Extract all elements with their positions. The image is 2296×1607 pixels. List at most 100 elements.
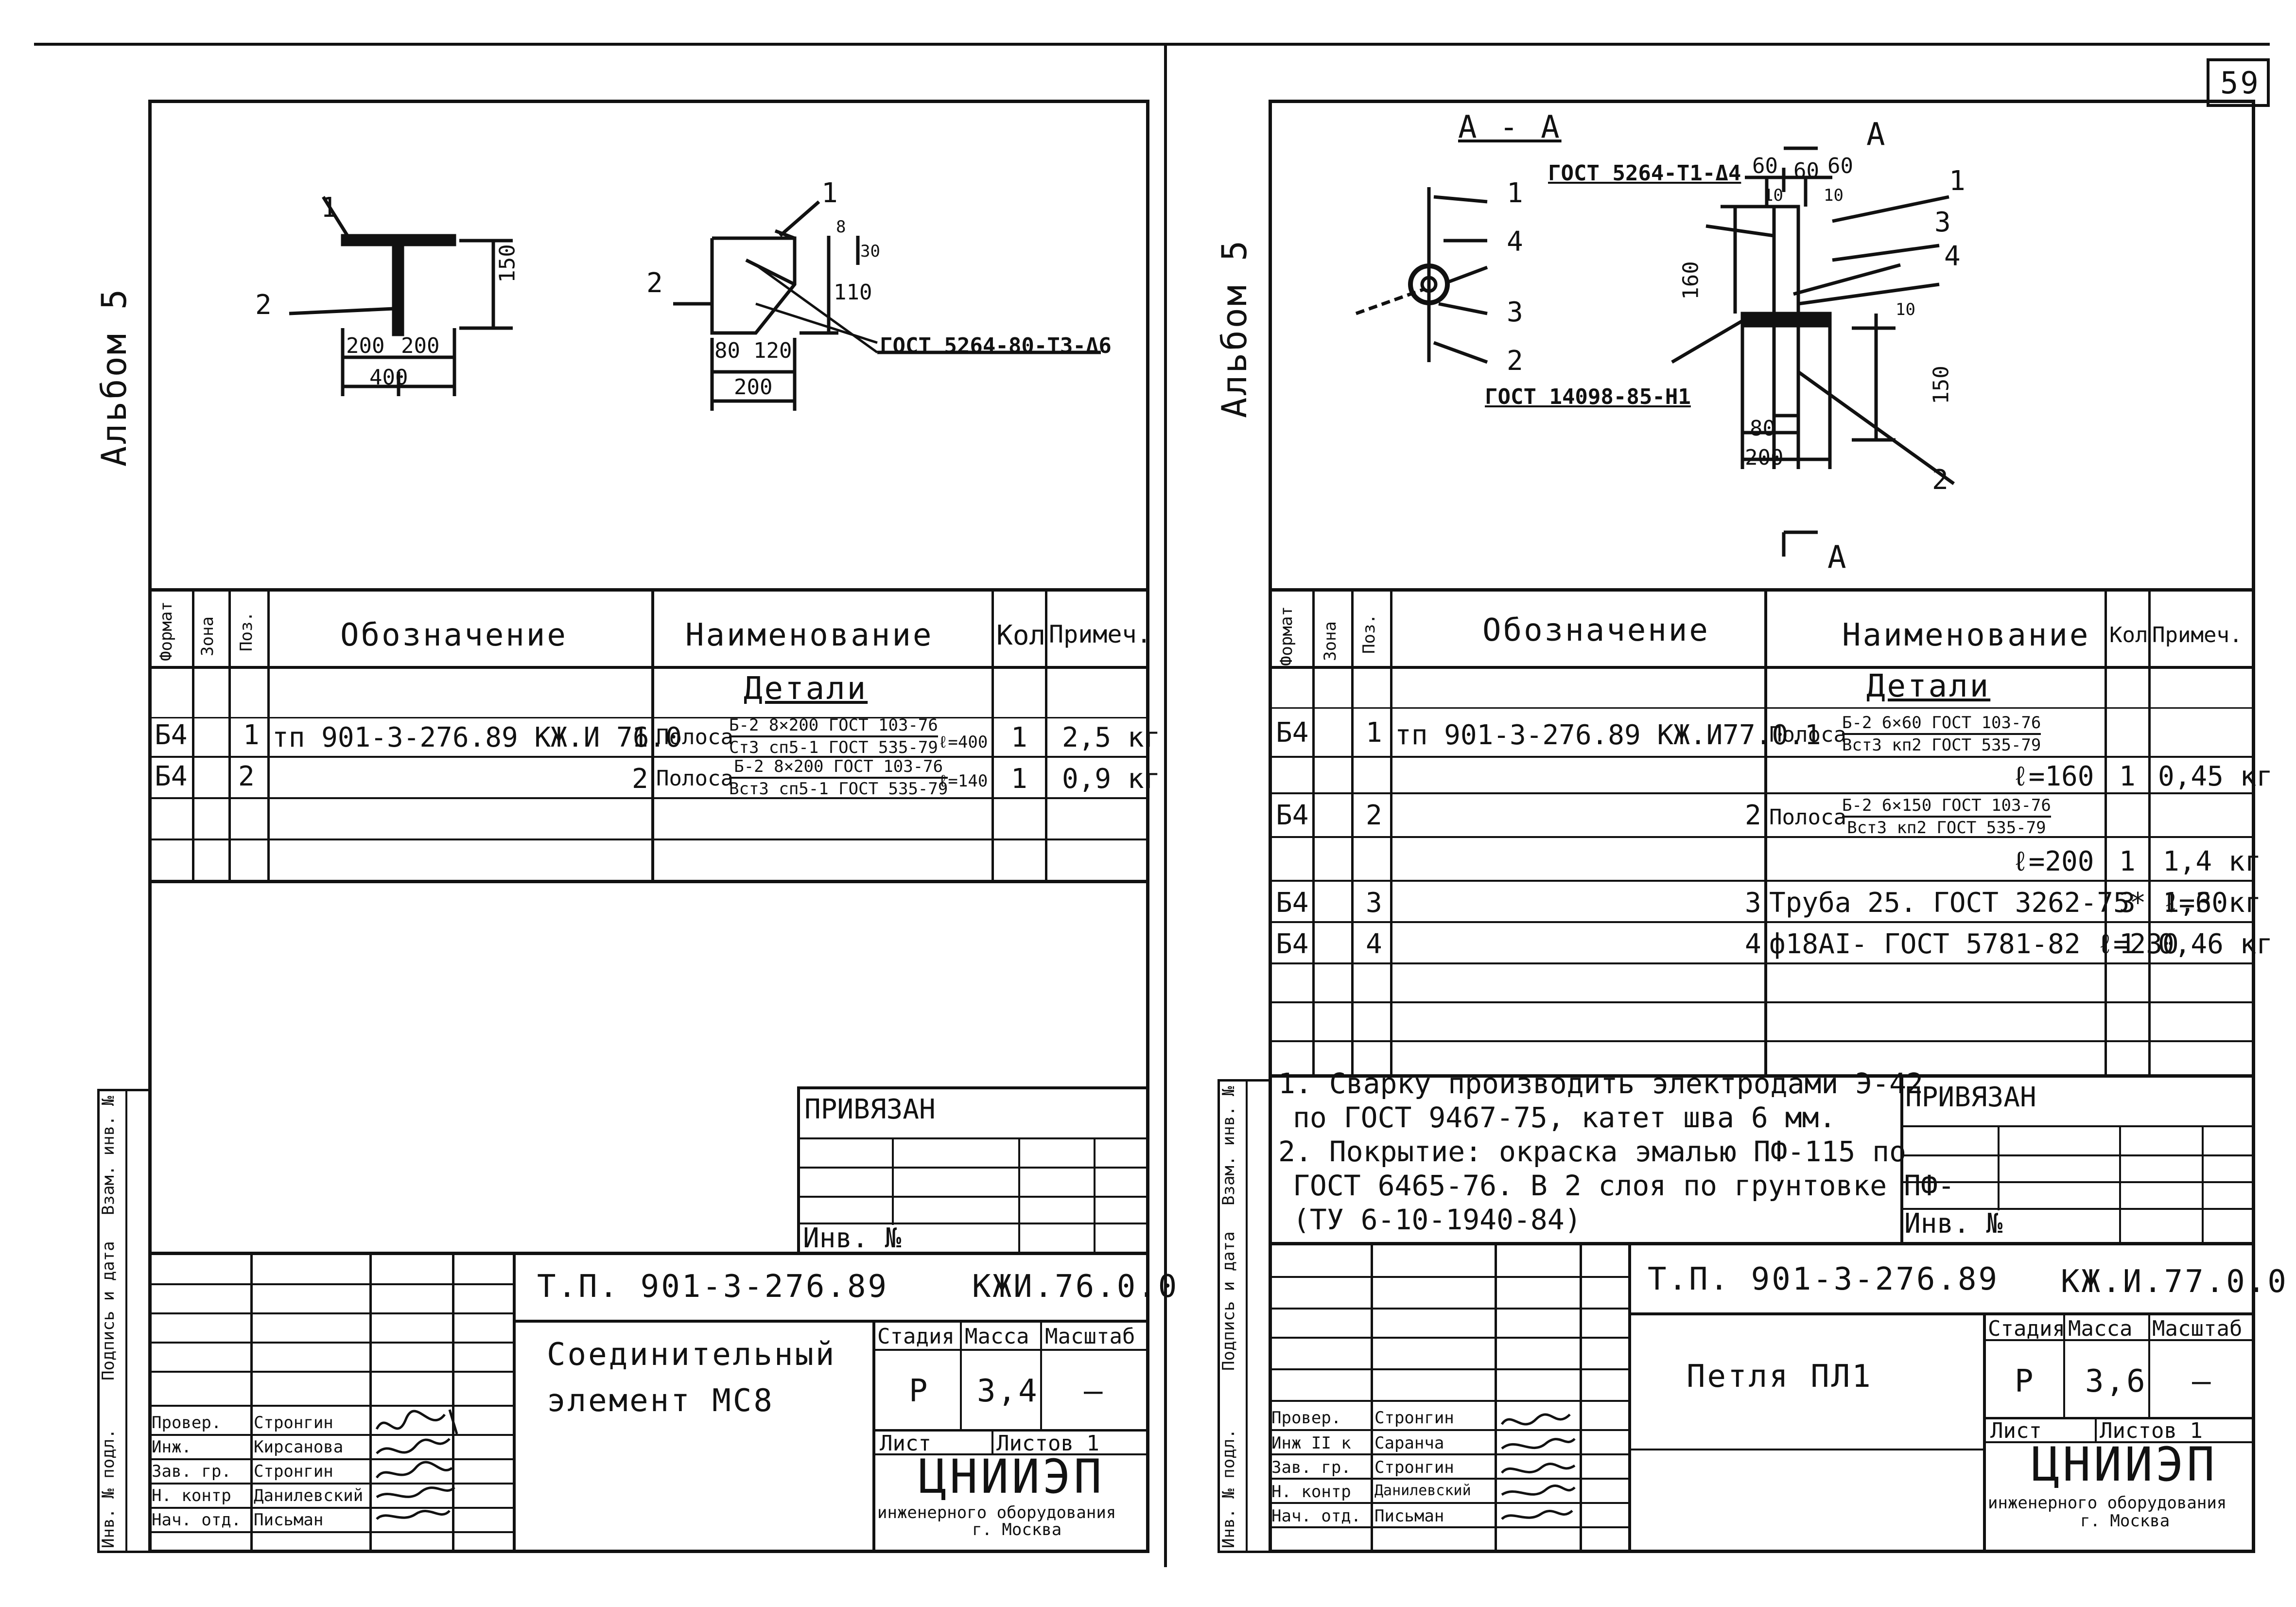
left-dim-8: 8	[836, 217, 846, 237]
right-sheet-code: КЖ.И.77.0.0	[2061, 1264, 2288, 1300]
right-dim-150: 150	[1929, 366, 1954, 404]
right-row1-format: Б4	[1276, 717, 1309, 749]
left-row1-num: Б-2 8×200 ГОСТ 103-76	[729, 717, 938, 737]
right-masshtab: Масштаб	[2152, 1316, 2243, 1341]
right-row2-note: 0,45 кг	[2158, 761, 2273, 792]
left-row1-fraction: Б-2 8×200 ГОСТ 103-76 Ст3 сп5-1 ГОСТ 535…	[729, 717, 938, 756]
left-signatures	[375, 1409, 458, 1520]
left-row1-poz: 1	[243, 719, 260, 751]
left-row2-note: 0,9 кг	[1062, 763, 1161, 795]
right-stamp-sign: Подпись и дата	[1219, 1231, 1238, 1371]
left-row1-oboznachenie: тп 901-3-276.89 КЖ.И 76.0	[272, 722, 682, 753]
right-role-2: Инж II к	[1271, 1433, 1351, 1453]
left-side-stamp	[97, 1089, 151, 1553]
right-row4-note: 1,4 кг	[2163, 846, 2261, 877]
left-name-1: Стронгин	[254, 1413, 333, 1432]
right-row6-ref: 4	[1745, 928, 1761, 960]
right-massa-val: 3,6	[2085, 1363, 2147, 1399]
left-row1-ref: 1	[632, 722, 648, 753]
left-drawing-label-2: 2	[255, 289, 272, 321]
left-row1-note: 2,5 кг	[1062, 722, 1161, 753]
right-dim-10a: 10	[1763, 186, 1783, 205]
right-dim-80: 80	[1750, 416, 1775, 441]
left-hdr-zona: Зона	[198, 616, 217, 656]
right-dim-160: 160	[1678, 261, 1704, 300]
left-row2-den: Вст3 сп5-1 ГОСТ 535-79	[729, 779, 948, 799]
right-row1-oboznachenie: тп 901-3-276.89 КЖ.И77.0.1	[1395, 719, 1821, 751]
top-border	[34, 43, 2270, 46]
right-label-1: 1	[1507, 177, 1523, 209]
right-dim-10b: 10	[1824, 186, 1844, 205]
right-stadiya: Стадия	[1988, 1316, 2065, 1341]
left-row2-format: Б4	[155, 761, 188, 792]
right-dim-60c: 60	[1827, 154, 1853, 178]
right-row6-poz: 4	[1366, 928, 1382, 960]
left-row1-format: Б4	[155, 719, 188, 751]
left-sheet-frame	[148, 100, 1149, 1553]
right-arrow-label-bottom: А	[1827, 540, 1848, 576]
right-note-3: 2. Покрытие: окраска эмалью ПФ-115 по	[1278, 1135, 1907, 1168]
right-label-4b: 4	[1944, 241, 1961, 272]
right-note-5: (ТУ 6-10-1940-84)	[1293, 1203, 1582, 1236]
right-row1-num: Б-2 6×60 ГОСТ 103-76	[1842, 715, 2041, 735]
right-row3-format: Б4	[1276, 800, 1309, 831]
left-row1-name: Полоса	[656, 725, 733, 750]
right-org-sub1: инженерного оборудования	[1988, 1493, 2227, 1513]
right-role-5: Нач. отд.	[1271, 1506, 1361, 1526]
left-massa-val: 3,4	[977, 1373, 1039, 1409]
left-stamp-inv: Инв. № подл.	[99, 1429, 118, 1548]
left-dim-120: 120	[753, 338, 792, 363]
right-masshtab-val: –	[2192, 1363, 2213, 1399]
left-stadiya: Стадия	[877, 1324, 955, 1349]
left-drawing	[289, 196, 1101, 411]
right-sheet-frame	[1269, 100, 2255, 1553]
right-listov: Листов 1	[2100, 1418, 2203, 1443]
right-doc-code: Т.П. 901-3-276.89	[1648, 1261, 2000, 1297]
right-hdr-oboznachenie: Обозначение	[1482, 612, 1710, 648]
right-row1-fraction: Б-2 6×60 ГОСТ 103-76 Вст3 кп2 ГОСТ 535-7…	[1842, 715, 2041, 753]
left-org-sub1: инженерного оборудования	[877, 1503, 1116, 1522]
right-side-stamp	[1218, 1079, 1271, 1553]
right-dim-10c: 10	[1896, 300, 1915, 319]
left-stamp-vzam: Взам. инв. №	[99, 1096, 118, 1215]
left-section-title: Детали	[744, 671, 868, 707]
right-row3-poz: 2	[1366, 800, 1382, 831]
right-row4-kol: 1	[2119, 846, 2136, 877]
left-masshtab: Масштаб	[1045, 1324, 1135, 1349]
right-hdr-kol: Кол	[2109, 623, 2148, 647]
left-row2-name: Полоса	[656, 766, 733, 791]
right-hdr-format: Формат	[1277, 606, 1296, 666]
right-section-title: Детали	[1866, 668, 1991, 704]
left-row2-num: Б-2 8×200 ГОСТ 103-76	[729, 758, 948, 779]
left-dim-200b: 200	[401, 333, 440, 358]
left-org-sub2: г. Москва	[972, 1520, 1062, 1539]
right-row6-format: Б4	[1276, 928, 1309, 960]
left-hdr-oboznachenie: Обозначение	[340, 617, 568, 653]
left-listov: Листов 1	[996, 1431, 1099, 1456]
left-name-2: Кирсанова	[254, 1437, 344, 1457]
page-number-box	[2207, 58, 2270, 107]
right-row5-poz: 3	[1366, 887, 1382, 919]
right-weld-callout-1: ГОСТ 5264-Т1-Δ4	[1548, 161, 1741, 186]
right-role-1: Провер.	[1271, 1408, 1341, 1428]
right-label-2: 2	[1507, 345, 1523, 377]
right-row3-name: Полоса	[1769, 805, 1846, 830]
left-hdr-primech: Примеч.	[1049, 620, 1151, 648]
left-list: Лист	[880, 1431, 931, 1456]
page-number: 59	[2220, 65, 2261, 101]
right-row3-num: Б-2 6×150 ГОСТ 103-76	[1842, 797, 2051, 818]
right-privyazan-box	[1900, 1077, 2255, 1242]
left-row1-length: ℓ=400	[938, 733, 988, 752]
left-dim-200c: 200	[734, 375, 773, 400]
right-row3-ref: 2	[1745, 800, 1761, 831]
left-row2-ref: 2	[632, 763, 648, 795]
left-masshtab-val: –	[1084, 1373, 1105, 1409]
right-row3-den: Вст3 кп2 ГОСТ 535-79	[1847, 818, 2046, 838]
right-row1-den: Вст3 кп2 ГОСТ 535-79	[1842, 735, 2041, 755]
right-hdr-naimenovanie: Наименование	[1842, 617, 2090, 653]
right-row6-name: ф18АI- ГОСТ 5781-82 ℓ=230	[1769, 928, 2179, 960]
right-org: ЦНИИЭП	[2032, 1437, 2218, 1492]
left-row2-fraction: Б-2 8×200 ГОСТ 103-76 Вст3 сп5-1 ГОСТ 53…	[729, 758, 948, 797]
right-name-5: Письман	[1374, 1506, 1444, 1526]
left-hdr-naimenovanie: Наименование	[685, 617, 934, 653]
